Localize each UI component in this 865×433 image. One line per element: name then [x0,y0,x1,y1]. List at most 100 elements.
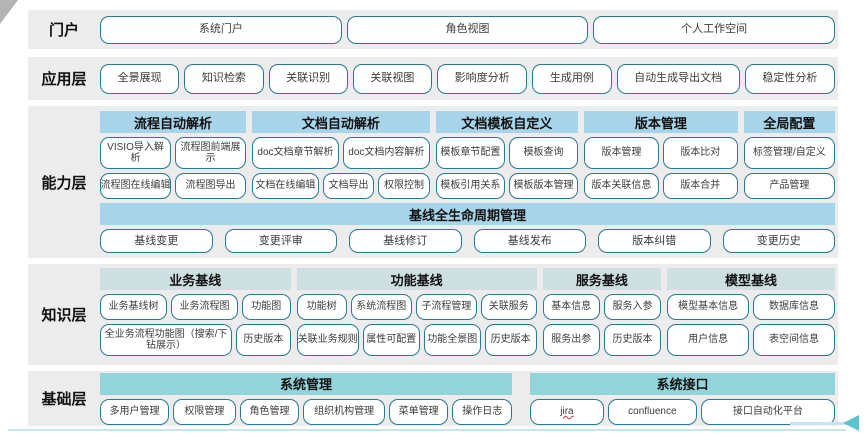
node-doc-chapter-parse: doc文档章节解析 [252,137,339,169]
layer-label-knowledge: 知识层 [41,307,87,324]
node-org-structure-mgmt: 组织机构管理 [303,398,385,425]
node-related-service: 关联服务 [480,294,537,320]
node-flowchart-online-edit: 流程图在线编辑 [100,173,172,199]
group-doc-template-custom: 文档模板自定义 模板章节配置 模板查询 模板引用关系 模板版本管理 [435,111,579,199]
capability-content: 流程自动解析 VISIO导入解析 流程图前端展示 流程图在线编辑 流程图导出 文… [100,106,838,258]
group-header-model-baseline: 模型基线 [667,268,835,290]
node-tablespace-info: 表空间信息 [753,324,836,356]
layer-band-portal: 门户 系统门户 角色视图 个人工作空间 [28,10,838,49]
node-auto-generate-export-doc: 自动生成导出文档 [616,63,740,94]
node-relation-identify: 关联识别 [268,63,348,94]
group-row: 模型基本信息 数据库信息 [667,294,836,320]
group-header-doc-auto-parse: 文档自动解析 [252,111,430,133]
node-basic-info: 基本信息 [542,294,600,320]
group-row: doc文档章节解析 doc文档内容解析 [252,137,430,169]
group-process-auto-parse: 流程自动解析 VISIO导入解析 流程图前端展示 流程图在线编辑 流程图导出 [100,111,247,199]
layer-label-capability: 能力层 [41,174,87,192]
node-role-mgmt: 角色管理 [239,398,300,425]
layer-label-application: 应用层 [41,71,87,88]
node-operation-log: 操作日志 [452,398,513,425]
group-header-service-baseline: 服务基线 [542,268,662,290]
group-function-baseline: 功能基线 功能树 系统流程图 子流程管理 关联服务 关联业务规则 属性可配置 功… [296,268,537,361]
group-header-system-interface: 系统接口 [530,372,835,395]
node-model-basic-info: 模型基本信息 [667,294,750,320]
node-version-correction: 版本纠错 [598,229,711,253]
node-service-input-param: 服务入参 [603,294,662,320]
group-header-system-mgmt: 系统管理 [100,372,512,395]
node-template-reference-relation: 模板引用关系 [435,173,505,199]
group-business-baseline: 业务基线 业务基线树 业务流程图 功能图 全业务流程功能图（搜索/下钻展示） 历… [100,268,291,361]
node-user-info: 用户信息 [667,324,750,356]
group-system-mgmt: 系统管理 多用户管理 权限管理 角色管理 组织机构管理 菜单管理 操作日志 [100,372,513,425]
node-history-version: 历史版本 [603,324,662,356]
group-row: 版本关联信息 版本合并 [584,173,738,199]
node-generate-usecase: 生成用例 [532,63,612,94]
node-tag-mgmt-custom: 标签管理/自定义 [743,137,836,169]
group-service-baseline: 服务基线 基本信息 服务入参 服务出参 历史版本 [542,268,662,361]
node-attribute-configurable: 属性可配置 [362,324,420,356]
portal-row: 系统门户 角色视图 个人工作空间 [100,15,836,44]
node-role-view: 角色视图 [346,15,589,44]
knowledge-content: 业务基线 业务基线树 业务流程图 功能图 全业务流程功能图（搜索/下钻展示） 历… [100,264,838,365]
node-multi-user-mgmt: 多用户管理 [100,398,170,425]
group-row: 功能树 系统流程图 子流程管理 关联服务 [296,294,537,320]
node-version-merge: 版本合并 [662,173,738,199]
group-header-business-baseline: 业务基线 [100,268,291,290]
group-row: VISIO导入解析 流程图前端展示 [100,137,247,169]
group-version-mgmt: 版本管理 版本管理 版本比对 版本关联信息 版本合并 [584,111,738,199]
node-template-query: 模板查询 [508,137,579,169]
node-flowchart-front-display: 流程图前端展示 [175,137,247,169]
group-header-global-config: 全局配置 [743,111,836,133]
node-version-relation-info: 版本关联信息 [584,173,659,199]
group-header-function-baseline: 功能基线 [296,268,537,290]
node-subprocess-mgmt: 子流程管理 [415,294,477,320]
group-row: 模板章节配置 模板查询 [435,137,579,169]
node-database-info: 数据库信息 [753,294,836,320]
foundation-groups: 系统管理 多用户管理 权限管理 角色管理 组织机构管理 菜单管理 操作日志 系统… [100,372,835,425]
layer-band-capability: 能力层 流程自动解析 VISIO导入解析 流程图前端展示 流程图在线编辑 流程图… [28,106,838,258]
baseline-lifecycle-header: 基线全生命周期管理 [100,203,835,225]
layer-band-application: 应用层 全景展现 知识检索 关联识别 关联视图 影响度分析 生成用例 自动生成导… [28,57,838,100]
node-history-version: 历史版本 [484,324,537,356]
node-baseline-change: 基线变更 [100,229,213,253]
node-function-diagram: 功能图 [241,294,291,320]
node-full-business-flow-function-map: 全业务流程功能图（搜索/下钻展示） [100,324,233,356]
node-flowchart-export: 流程图导出 [175,173,247,199]
group-header-doc-template-custom: 文档模板自定义 [435,111,578,133]
node-version-compare: 版本比对 [662,137,738,169]
group-row: 文档在线编辑 文档导出 权限控制 [252,173,430,199]
node-personal-workspace: 个人工作空间 [593,15,836,44]
node-change-history: 变更历史 [722,229,835,253]
node-version-mgmt: 版本管理 [584,137,659,169]
portal-content: 系统门户 角色视图 个人工作空间 [100,10,838,49]
group-row: 流程图在线编辑 流程图导出 [100,173,247,199]
group-row: 关联业务规则 属性可配置 功能全景图 历史版本 [296,324,537,356]
group-row: 全业务流程功能图（搜索/下钻展示） 历史版本 [100,324,291,356]
knowledge-groups: 业务基线 业务基线树 业务流程图 功能图 全业务流程功能图（搜索/下钻展示） 历… [100,268,836,361]
node-business-flowchart: 业务流程图 [170,294,238,320]
node-business-baseline-tree: 业务基线树 [100,294,167,320]
node-product-mgmt: 产品管理 [743,173,836,199]
group-row: jira confluence 接口自动化平台 [530,398,835,425]
node-relation-view: 关联视图 [352,63,432,94]
capability-groups: 流程自动解析 VISIO导入解析 流程图前端展示 流程图在线编辑 流程图导出 文… [100,111,836,199]
bottom-accent-line [8,429,846,431]
group-row: 用户信息 表空间信息 [667,324,836,356]
group-row: 产品管理 [743,173,836,199]
node-permission-mgmt: 权限管理 [173,398,236,425]
node-function-tree: 功能树 [296,294,347,320]
left-arrow-shaft [790,422,846,425]
node-doc-export: 文档导出 [322,173,375,199]
group-row: 多用户管理 权限管理 角色管理 组织机构管理 菜单管理 操作日志 [100,398,513,425]
node-knowledge-search: 知识检索 [184,63,264,94]
node-function-panorama: 功能全景图 [423,324,481,356]
node-history-version: 历史版本 [236,324,291,356]
node-stability-analysis: 稳定性分析 [744,63,835,94]
group-doc-auto-parse: 文档自动解析 doc文档章节解析 doc文档内容解析 文档在线编辑 文档导出 权… [252,111,430,199]
group-row: 基本信息 服务入参 [542,294,662,320]
node-baseline-revise: 基线修订 [349,229,462,253]
group-header-version-mgmt: 版本管理 [584,111,738,133]
left-arrow-icon [843,415,859,431]
node-doc-online-edit: 文档在线编辑 [252,173,319,199]
